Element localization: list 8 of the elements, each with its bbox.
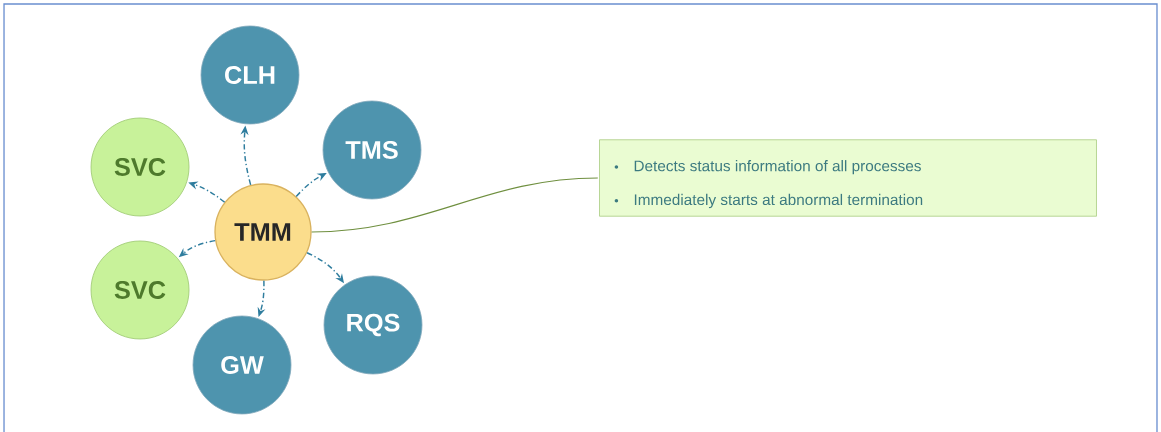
connector-line [311,177,599,233]
circle-node: GW [192,315,292,415]
note-box: Detects status information of all processes Immediately starts at abnormal termination [599,139,1097,217]
circle-node: SVC [90,117,190,217]
circle-node: RQS [323,275,423,375]
circle-node: SVC [90,240,190,340]
circle-node: CLH [200,25,300,125]
circle-node: TMS [322,100,422,200]
